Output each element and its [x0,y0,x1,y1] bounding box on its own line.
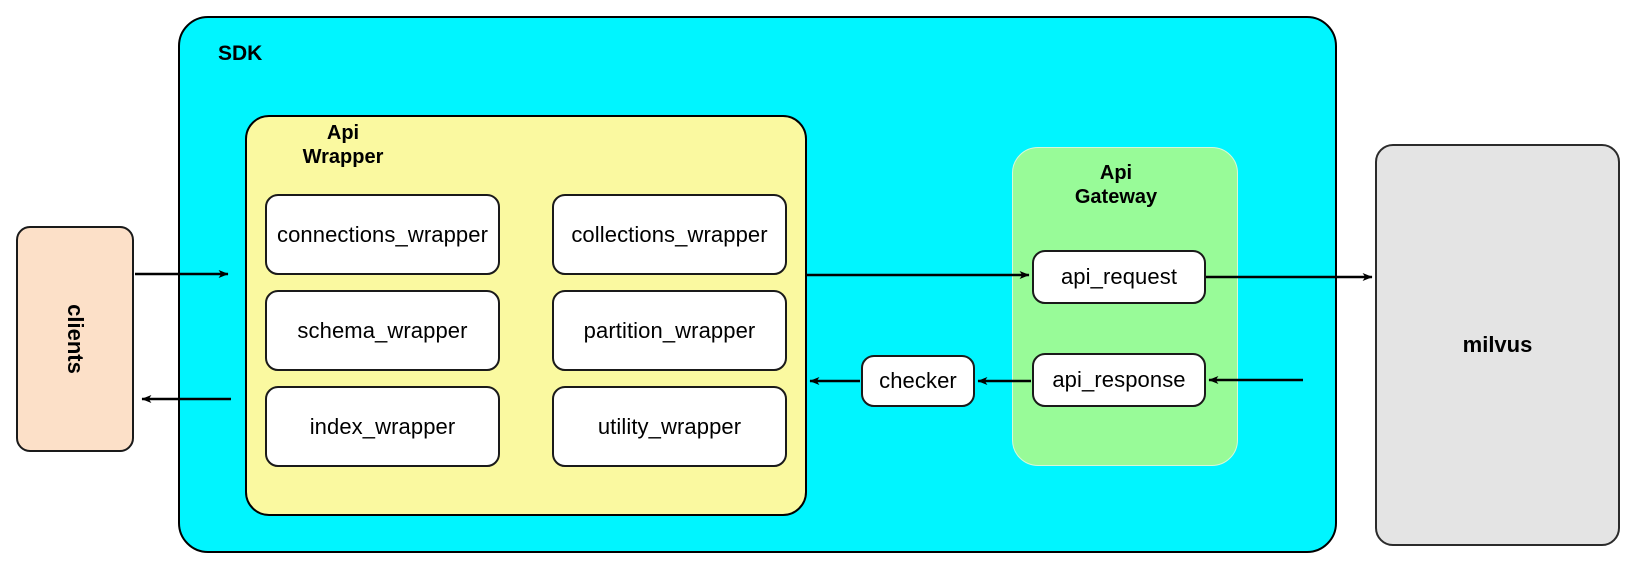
node-api-request[interactable]: api_request [1032,250,1206,304]
node-schema-wrapper[interactable]: schema_wrapper [265,290,500,371]
clients-label: clients [62,304,88,374]
node-collections-wrapper[interactable]: collections_wrapper [552,194,787,275]
node-index-wrapper[interactable]: index_wrapper [265,386,500,467]
api-wrapper-title: Api Wrapper [302,122,384,168]
node-clients[interactable]: clients [16,226,134,452]
node-label: connections_wrapper [276,221,489,247]
node-label: utility_wrapper [597,413,742,439]
node-label: partition_wrapper [583,317,756,343]
node-api-response[interactable]: api_response [1032,353,1206,407]
node-label: api_request [1060,264,1178,289]
node-label: checker [879,368,957,393]
api-gateway-container [1012,147,1238,466]
node-utility-wrapper[interactable]: utility_wrapper [552,386,787,467]
milvus-label: milvus [1462,332,1533,357]
node-label: api_response [1052,367,1186,392]
sdk-title: SDK [218,42,263,65]
node-connections-wrapper[interactable]: connections_wrapper [265,194,500,275]
node-label: schema_wrapper [297,317,468,343]
node-checker[interactable]: checker [861,355,975,407]
node-partition-wrapper[interactable]: partition_wrapper [552,290,787,371]
api-gateway-title: Api Gateway [1074,162,1158,208]
node-label: index_wrapper [309,413,456,439]
node-milvus[interactable]: milvus [1375,144,1620,546]
node-label: collections_wrapper [571,221,768,247]
